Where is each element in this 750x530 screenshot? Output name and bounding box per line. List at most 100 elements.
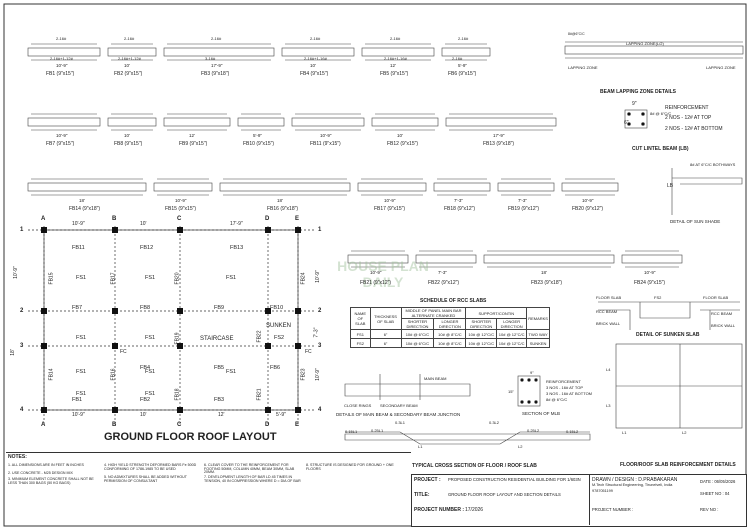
beam-label: FB4 (9"x15") <box>300 71 329 77</box>
sch-group2: SUPPORT/CONTIN <box>465 307 528 319</box>
beam-span: 10'-9" <box>175 198 187 203</box>
slab-sec-4: L1 <box>418 444 423 449</box>
beam-label: FB11 (9"x15") <box>310 141 341 147</box>
beam-span: 10' <box>124 63 130 68</box>
rd-l1: L1 <box>622 430 627 435</box>
beam-top-bars: 2-16# <box>458 36 469 41</box>
sunshade-note: 8# AT 6"C/C BOTHWAYS <box>690 162 736 167</box>
lintel-stirrup: 8# @ 6"C/C <box>650 111 672 116</box>
lintel-bottom: 2 NOS - 12# AT BOTTOM <box>665 126 723 132</box>
sch-h2: SHORTER DIRECTION <box>400 318 435 330</box>
sunken-l1: FS2 <box>654 295 662 300</box>
beam-span: 5'-9" <box>253 133 262 138</box>
beam-span: 10' <box>397 133 403 138</box>
phone: 9787051199 <box>592 489 613 493</box>
slab-sec-title: TYPICAL CROSS SECTION OF FLOOR / ROOF SL… <box>412 463 537 469</box>
project-label: PROJECT : <box>414 477 441 483</box>
note-3: 3. MINIMUM ELEMENT CONCRETE SHALL NOT BE… <box>8 477 94 485</box>
beam-label: FB9 (9"x15") <box>179 141 208 147</box>
plan-beam-label: FB8 <box>140 305 151 311</box>
beam-elevation <box>621 254 683 264</box>
dim-bottom: 10'-9" <box>72 412 85 418</box>
slab-sec-0: 0.3L1 <box>395 420 406 425</box>
beam-elevation <box>237 117 285 127</box>
beam-span: 10' <box>310 63 316 68</box>
beam-elevation <box>445 117 557 127</box>
note-5: 5. NO ADMIXTURES SHALL BE ADDED WITHOUT … <box>104 475 187 483</box>
watermark: HOUSE PLAN DAILY <box>337 258 429 290</box>
mlb-reinf: REINFORCEMENT <box>546 379 581 384</box>
beam-label: FB17 (9"x15") <box>374 206 406 212</box>
room-staircase: STAIRCASE <box>200 336 234 342</box>
lintel-top: 2 NOS - 12# AT TOP <box>665 115 712 121</box>
beam-span: 17'-9" <box>211 63 223 68</box>
beam-label: FB21 (9"x12") <box>360 280 392 286</box>
title-block <box>411 474 747 527</box>
grid-col-label: E <box>295 422 300 428</box>
plan-beam-label: FB9 <box>214 305 225 311</box>
column <box>177 308 183 314</box>
beam-label: FB18 (9"x12") <box>444 206 476 212</box>
beam-label: FB16 (9"x18") <box>267 206 299 212</box>
slab-sec-5: L2 <box>518 444 523 449</box>
rebar-dot <box>641 122 645 126</box>
beam-elevation <box>107 117 157 127</box>
room-sunken: SUNKEN <box>266 323 292 329</box>
slab-sec-6: 0.15L1 <box>345 429 358 434</box>
grid-row-label: 1 <box>20 227 24 233</box>
room-fs1: FS1 <box>226 275 237 281</box>
column <box>112 308 118 314</box>
plan-beam-label: FB7 <box>72 305 83 311</box>
beam-label: FB19 (9"x12") <box>508 206 540 212</box>
grid-col-label: C <box>177 216 182 222</box>
beam-elevation <box>441 47 491 57</box>
grid-col-label: C <box>177 422 182 428</box>
beam-bot-bars: 2-16# <box>452 56 463 61</box>
lapping-spacing: 8#@6"C/C <box>568 32 585 36</box>
sch-h5: LONGER DIRECTION <box>496 318 528 330</box>
mlb-width: 9" <box>530 370 534 375</box>
beam-elevation <box>27 47 101 57</box>
sch-cell: TWO WAY <box>526 329 550 339</box>
sch-group1: MIDDLE OF PANEL MAIN BAR ALTERNATE CRANK… <box>400 307 467 319</box>
slab-sec-7: 0.15L2 <box>566 429 579 434</box>
note-2: 2. USE CONCRETE - M25 DESIGN MIX <box>8 471 73 475</box>
beam-span: 7'-3" <box>518 198 527 203</box>
dim-right: 7'-3" <box>313 327 320 338</box>
beam-elevation <box>107 47 157 57</box>
room-fs2: FS2 <box>274 335 285 341</box>
beam-span: 10'-9" <box>582 198 594 203</box>
sch-cell: 6" <box>369 329 402 339</box>
plan-beam-label: FB17 <box>110 272 117 285</box>
sunken-l0: FLOOR SLAB <box>596 295 622 300</box>
sch-h6: REMARKS <box>526 307 550 330</box>
title-label: TITLE: <box>414 492 430 498</box>
beam-label: FB8 (9"x15") <box>114 141 143 147</box>
plan-beam-label: FB4 <box>140 365 151 371</box>
junction-secondary: SECONDARY BEAM <box>380 403 418 408</box>
beam-span: 18' <box>277 198 283 203</box>
rebar-dot <box>534 378 538 382</box>
beam-elevation <box>347 254 409 264</box>
grid-row-label: 2 <box>20 308 24 314</box>
notes-title: NOTES: <box>8 454 27 460</box>
beam-bot-bars: 3-16# <box>205 56 216 61</box>
beam-span: 10'-9" <box>370 270 382 275</box>
beam-label: FB2 (9"x15") <box>114 71 143 77</box>
plan-beam-label: FB2 <box>140 397 151 403</box>
rd-l2: L2 <box>682 430 687 435</box>
lapping-zone-label: LAPPING ZONE(L/2) <box>626 41 664 46</box>
plan-beam-label: FB23 <box>300 368 307 381</box>
grid-col-label: B <box>112 422 117 428</box>
beam-top-bars: 2-16# <box>56 36 67 41</box>
rebar-dot <box>627 112 631 116</box>
plan-beam-label: FB16 <box>110 368 117 381</box>
note-8: 8. STRUCTURE IS DESIGNED FOR GROUND + ON… <box>306 463 394 471</box>
beam-label: FB7 (9"x15") <box>46 141 75 147</box>
beam-elevation <box>27 182 147 192</box>
mlb-stir: 8# @ 6"C/C <box>546 397 568 402</box>
sch-cell: 10# @ 12"C/C <box>465 338 498 348</box>
column <box>177 407 183 413</box>
sch-h3: LONGER DIRECTION <box>433 318 467 330</box>
